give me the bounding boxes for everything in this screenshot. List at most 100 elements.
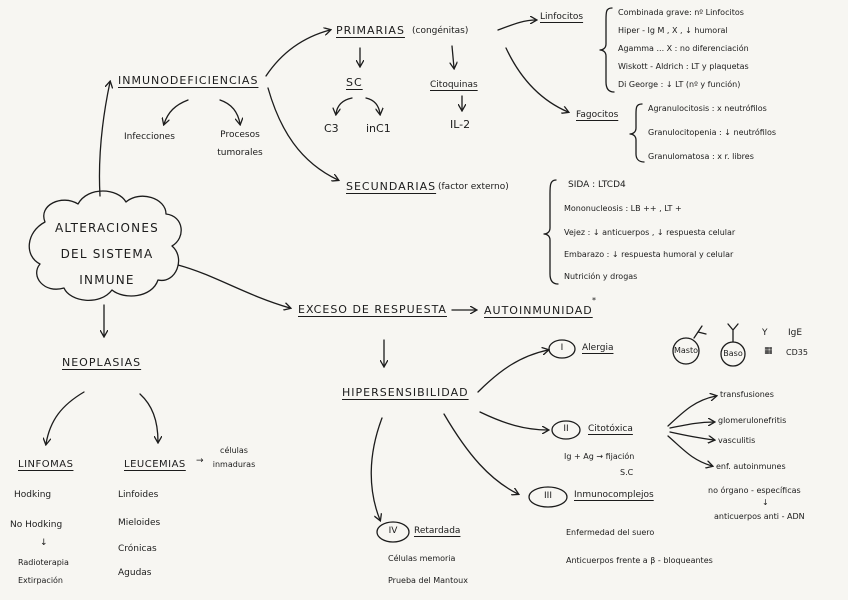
arrow-primarias-linfocitos (498, 20, 536, 30)
inmunocomplejos-label: Inmunocomplejos (574, 490, 654, 501)
linfocitos-title: Linfocitos (540, 12, 583, 23)
organo-especificas: no órgano - específicas (708, 486, 801, 496)
retardada-label: Retardada (414, 526, 460, 537)
secundarias-item: Embarazo : ↓ respuesta humoral y celular (564, 250, 733, 260)
root-line-1: ALTERACIONES (52, 222, 162, 235)
secundarias-item: Mononucleosis : LB ++ , LT + (564, 204, 682, 214)
bracket-secundarias (544, 180, 558, 284)
tipo4-numeral: IV (379, 526, 407, 537)
arrow-hiper-tipo3 (444, 414, 518, 494)
arrow-root-inmunodeficiencias (99, 82, 110, 196)
citotoxica-item: transfusiones (720, 390, 774, 400)
arrow-sc-c3 (336, 98, 352, 114)
tipo2-numeral: II (555, 424, 577, 435)
primarias-title: PRIMARIAS (336, 24, 405, 37)
citotoxica-label: Citotóxica (588, 424, 633, 435)
arrow-hiper-tipo4 (371, 418, 382, 520)
arrow-neo-linfomas (46, 392, 84, 444)
root-line-2: DEL SISTEMA (52, 248, 162, 261)
arrow-root-exceso (178, 265, 290, 308)
leucemias-item: Mieloides (118, 518, 160, 529)
secundarias-item: Nutrición y drogas (564, 272, 637, 282)
linfocitos-item: Di George : ↓ LT (nº y función) (618, 80, 740, 90)
root-line-3: INMUNE (52, 274, 162, 287)
sc-label: SC (346, 76, 363, 89)
c1-label: inC1 (366, 122, 391, 135)
linfocitos-item: Agamma ... X : no diferenciación (618, 44, 749, 54)
alergia-label: Alergia (582, 343, 613, 354)
procesos-label-1: Procesos (210, 130, 270, 141)
neoplasias-title: NEOPLASIAS (62, 356, 141, 369)
arrow-inmuno-infecciones (164, 100, 188, 124)
arrow-cito-vasculitis (670, 432, 714, 440)
linfocitos-item: Hiper - Ig M , X , ↓ humoral (618, 26, 728, 36)
linfomas-arrow: ↓ (40, 538, 48, 549)
inmunodeficiencias-title: INMUNODEFICIENCIAS (118, 74, 258, 87)
arrow-neo-leucemias (140, 394, 158, 442)
bracket-linfocitos (600, 8, 614, 92)
citotoxica-item: enf. autoinmunes (716, 462, 786, 472)
arrow-inmuno-primarias (266, 30, 330, 76)
fagocitos-item: Agranulocitosis : x neutrófilos (648, 104, 767, 114)
secundarias-subtitle: (factor externo) (438, 182, 509, 193)
infecciones-label: Infecciones (124, 132, 175, 143)
linfomas-tratamiento-1: Radioterapia (18, 558, 69, 568)
autoinmunidad-label: AUTOINMUNIDAD (484, 304, 593, 317)
antibody-baso (728, 324, 738, 342)
linfocitos-item: Wiskott - Aldrich : LT y plaquetas (618, 62, 749, 72)
tipo1-numeral: I (552, 343, 572, 354)
cd35-label: CD35 (786, 348, 808, 358)
leucemias-item: Agudas (118, 568, 152, 579)
exceso-title: EXCESO DE RESPUESTA (298, 303, 447, 316)
retardada-item: Células memoria (388, 554, 455, 564)
leucemias-arrow: → (196, 456, 204, 467)
primarias-subtitle: (congénitas) (412, 26, 468, 37)
c3-label: C3 (324, 122, 339, 135)
retardada-item: Prueba del Mantoux (388, 576, 468, 586)
arrow-inmuno-procesos (220, 100, 240, 124)
citoquinas-label: Citoquinas (430, 80, 478, 91)
leucemias-title: LEUCEMIAS (124, 458, 186, 471)
inmunocomplejos-item: Anticuerpos frente a β - bloqueantes (566, 556, 713, 566)
tipo3-numeral: III (532, 491, 564, 502)
arrow-cito-glomerulo (670, 422, 714, 428)
procesos-label-2: tumorales (210, 148, 270, 159)
leucemias-item: Crónicas (118, 544, 157, 555)
arrow-hiper-tipo2 (480, 412, 548, 430)
linfomas-item: No Hodking (10, 520, 62, 531)
box-mark: ▦ (764, 346, 773, 357)
bracket-fagocitos (630, 104, 644, 162)
citotoxica-item: glomerulonefritis (718, 416, 786, 426)
citotoxica-item: vasculitis (718, 436, 755, 446)
fagocitos-item: Granulocitopenia : ↓ neutrófilos (648, 128, 776, 138)
arrow-primarias-fagocitos (506, 48, 568, 112)
arrow-cito-enf (668, 436, 712, 466)
leucemias-item: Linfoides (118, 490, 158, 501)
fagocitos-title: Fagocitos (576, 110, 618, 121)
linfocitos-item: Combinada grave: nº Linfocitos (618, 8, 744, 18)
ige-label: IgE (788, 328, 802, 339)
fagocitos-item: Granulomatosa : x r. libres (648, 152, 754, 162)
antibody-masto (694, 326, 706, 338)
linfomas-item: Hodking (14, 490, 51, 501)
arrow-primarias-citoquinas (452, 46, 454, 68)
masto-label: Masto (668, 346, 704, 356)
arrow-hiper-tipo1 (478, 350, 548, 392)
citotoxica-eq-1: Ig + Ag → fijación (564, 452, 634, 462)
baso-label: Baso (716, 349, 750, 359)
linfomas-tratamiento-2: Extirpación (18, 576, 63, 586)
secundarias-item: SIDA : LTCD4 (568, 180, 626, 191)
anticuerpos-anti-adn: anticuerpos anti - ADN (714, 512, 805, 522)
secundarias-item: Vejez : ↓ anticuerpos , ↓ respuesta celu… (564, 228, 735, 238)
celulas-inmaduras-1: células (206, 446, 262, 456)
il2-label: IL-2 (450, 118, 470, 131)
linfomas-title: LINFOMAS (18, 458, 73, 471)
secundarias-title: SECUNDARIAS (346, 180, 436, 193)
citotoxica-eq-2: S.C (620, 468, 633, 478)
celulas-inmaduras-2: inmaduras (206, 460, 262, 470)
arrow-sc-c1 (366, 98, 380, 114)
inmunocomplejos-item: Enfermedad del suero (566, 528, 654, 538)
hipersensibilidad-title: HIPERSENSIBILIDAD (342, 386, 469, 399)
organo-arrow: ↓ (762, 498, 769, 508)
